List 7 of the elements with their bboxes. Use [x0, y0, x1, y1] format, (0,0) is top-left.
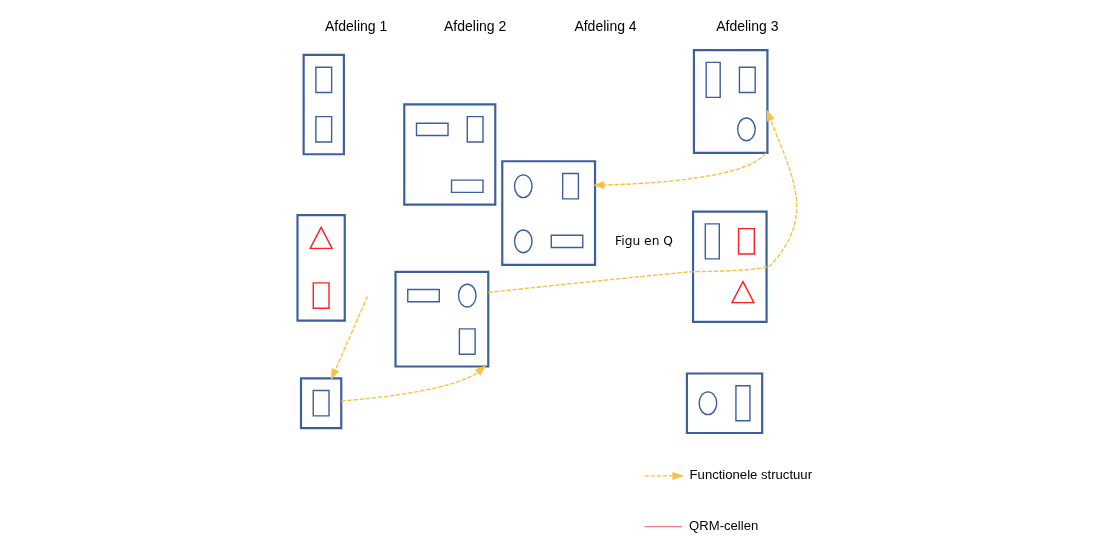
label: Afdeling 2	[443, 17, 506, 34]
label: Afdeling 4	[573, 17, 637, 34]
label: Figu en Q	[614, 233, 673, 248]
legend-label: Functionele structuur	[689, 466, 812, 482]
legend-label: QRM-cellen	[688, 517, 758, 533]
label: Afdeling 3	[715, 17, 778, 34]
label: Afdeling 1	[324, 17, 387, 34]
